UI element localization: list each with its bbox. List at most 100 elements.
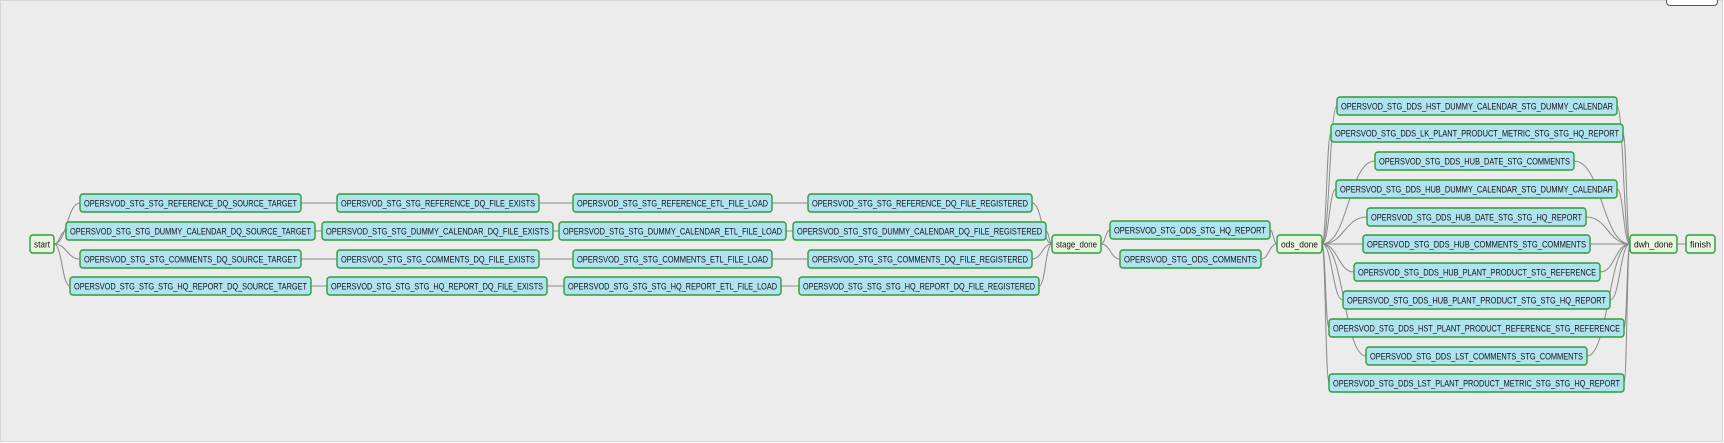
node-box bbox=[1685, 234, 1716, 254]
edge-hq_reg-to-stage_done bbox=[1038, 243, 1053, 287]
corner-control[interactable] bbox=[1666, 0, 1718, 6]
node-cal-reg[interactable]: OPERSVOD_STG_STG_DUMMY_CALENDAR_DQ_FILE_… bbox=[792, 221, 1047, 241]
edge-ods_done-to-d11 bbox=[1321, 243, 1330, 384]
edge-d01-to-dwh_done bbox=[1616, 105, 1631, 245]
node-label: OPERSVOD_STG_STG_REFERENCE_DQ_FILE_REGIS… bbox=[812, 199, 1028, 209]
edge-ods_done-to-d05 bbox=[1321, 216, 1368, 245]
node-finish[interactable]: finish bbox=[1685, 234, 1716, 254]
node-d10[interactable]: OPERSVOD_STG_DDS_LST_COMMENTS_STG_COMMEN… bbox=[1365, 346, 1588, 366]
node-com-reg[interactable]: OPERSVOD_STG_STG_COMMENTS_DQ_FILE_REGIST… bbox=[807, 249, 1033, 269]
node-label: OPERSVOD_STG_DDS_HUB_PLANT_PRODUCT_STG_S… bbox=[1347, 296, 1606, 306]
node-stage-done[interactable]: stage_done bbox=[1051, 234, 1102, 254]
node-box bbox=[807, 249, 1033, 269]
edge-d08-to-dwh_done bbox=[1609, 243, 1631, 301]
node-start[interactable]: start bbox=[29, 234, 55, 254]
node-d11[interactable]: OPERSVOD_STG_DDS_LST_PLANT_PRODUCT_METRI… bbox=[1328, 373, 1625, 393]
node-label: OPERSVOD_STG_STG_STG_HQ_REPORT_DQ_FILE_E… bbox=[331, 282, 543, 292]
node-com-src[interactable]: OPERSVOD_STG_STG_COMMENTS_DQ_SOURCE_TARG… bbox=[79, 249, 302, 269]
edge-com_reg-to-stage_done bbox=[1031, 243, 1053, 260]
node-label: OPERSVOD_STG_STG_REFERENCE_DQ_SOURCE_TAR… bbox=[84, 199, 297, 209]
node-d03[interactable]: OPERSVOD_STG_DDS_HUB_DATE_STG_COMMENTS bbox=[1374, 151, 1575, 171]
node-label: ods_done bbox=[1281, 240, 1318, 250]
edge-d11-to-dwh_done bbox=[1623, 243, 1631, 384]
edge-start-to-hq_src bbox=[53, 243, 71, 287]
edge-ods_done-to-d04 bbox=[1321, 188, 1337, 245]
node-box bbox=[1276, 234, 1323, 254]
node-label: OPERSVOD_STG_STG_REFERENCE_ETL_FILE_LOAD bbox=[577, 199, 768, 209]
node-label: OPERSVOD_STG_STG_COMMENTS_DQ_SOURCE_TARG… bbox=[84, 255, 297, 265]
edge-d04-to-dwh_done bbox=[1616, 188, 1631, 245]
node-d04[interactable]: OPERSVOD_STG_DDS_HUB_DUMMY_CALENDAR_STG_… bbox=[1335, 179, 1618, 199]
edge-d05-to-dwh_done bbox=[1585, 216, 1631, 245]
node-hq-src[interactable]: OPERSVOD_STG_STG_STG_HQ_REPORT_DQ_SOURCE… bbox=[69, 276, 312, 296]
edge-ods_done-to-d08 bbox=[1321, 243, 1344, 301]
node-box bbox=[792, 221, 1047, 241]
node-hq-exists[interactable]: OPERSVOD_STG_STG_STG_HQ_REPORT_DQ_FILE_E… bbox=[326, 276, 548, 296]
node-ref-src[interactable]: OPERSVOD_STG_STG_REFERENCE_DQ_SOURCE_TAR… bbox=[79, 193, 302, 213]
node-box bbox=[1374, 151, 1575, 171]
node-label: OPERSVOD_STG_STG_REFERENCE_DQ_FILE_EXIST… bbox=[341, 199, 535, 209]
node-cal-src[interactable]: OPERSVOD_STG_STG_DUMMY_CALENDAR_DQ_SOURC… bbox=[65, 221, 316, 241]
node-com-load[interactable]: OPERSVOD_STG_STG_COMMENTS_ETL_FILE_LOAD bbox=[572, 249, 773, 269]
node-d08[interactable]: OPERSVOD_STG_DDS_HUB_PLANT_PRODUCT_STG_S… bbox=[1342, 290, 1611, 310]
node-d09[interactable]: OPERSVOD_STG_DDS_HST_PLANT_PRODUCT_REFER… bbox=[1328, 318, 1625, 338]
edge-ods_done-to-d01 bbox=[1321, 105, 1338, 245]
node-box bbox=[79, 249, 302, 269]
node-box bbox=[1366, 207, 1587, 227]
node-hq-load[interactable]: OPERSVOD_STG_STG_STG_HQ_REPORT_ETL_FILE_… bbox=[563, 276, 782, 296]
node-box bbox=[1336, 96, 1618, 116]
node-box bbox=[1335, 179, 1618, 199]
node-box bbox=[29, 234, 55, 254]
node-cal-exists[interactable]: OPERSVOD_STG_STG_DUMMY_CALENDAR_DQ_FILE_… bbox=[321, 221, 554, 241]
node-hq-reg[interactable]: OPERSVOD_STG_STG_STG_HQ_REPORT_DQ_FILE_R… bbox=[798, 276, 1040, 296]
node-label: OPERSVOD_STG_STG_COMMENTS_DQ_FILE_EXISTS bbox=[341, 255, 535, 265]
node-label: OPERSVOD_STG_DDS_HUB_DUMMY_CALENDAR_STG_… bbox=[1340, 185, 1613, 195]
node-label: OPERSVOD_STG_DDS_HUB_DATE_STG_COMMENTS bbox=[1379, 157, 1570, 167]
node-label: OPERSVOD_STG_STG_STG_HQ_REPORT_DQ_FILE_R… bbox=[803, 282, 1035, 292]
node-label: OPERSVOD_STG_DDS_HST_PLANT_PRODUCT_REFER… bbox=[1333, 324, 1620, 334]
node-box bbox=[1362, 234, 1591, 254]
node-ods-done[interactable]: ods_done bbox=[1276, 234, 1323, 254]
node-box bbox=[1119, 249, 1262, 269]
node-d05[interactable]: OPERSVOD_STG_DDS_HUB_DATE_STG_STG_HQ_REP… bbox=[1366, 207, 1587, 227]
node-label: OPERSVOD_STG_STG_DUMMY_CALENDAR_DQ_FILE_… bbox=[326, 227, 549, 237]
node-box bbox=[65, 221, 316, 241]
node-ref-reg[interactable]: OPERSVOD_STG_STG_REFERENCE_DQ_FILE_REGIS… bbox=[807, 193, 1033, 213]
node-box bbox=[563, 276, 782, 296]
edge-ods_com-to-ods_done bbox=[1260, 243, 1278, 260]
node-label: OPERSVOD_STG_ODS_COMMENTS bbox=[1124, 255, 1257, 265]
node-label: OPERSVOD_STG_DDS_HUB_DATE_STG_STG_HQ_REP… bbox=[1371, 213, 1582, 223]
node-d01[interactable]: OPERSVOD_STG_DDS_HST_DUMMY_CALENDAR_STG_… bbox=[1336, 96, 1618, 116]
node-ref-load[interactable]: OPERSVOD_STG_STG_REFERENCE_ETL_FILE_LOAD bbox=[572, 193, 773, 213]
edge-d03-to-dwh_done bbox=[1573, 160, 1631, 245]
node-d02[interactable]: OPERSVOD_STG_DDS_LK_PLANT_PRODUCT_METRIC… bbox=[1330, 123, 1624, 143]
node-label: OPERSVOD_STG_STG_STG_HQ_REPORT_ETL_FILE_… bbox=[568, 282, 777, 292]
node-box bbox=[1328, 318, 1625, 338]
node-label: OPERSVOD_STG_DDS_HUB_PLANT_PRODUCT_STG_R… bbox=[1358, 268, 1596, 278]
node-box bbox=[1353, 262, 1601, 282]
node-ref-exists[interactable]: OPERSVOD_STG_STG_REFERENCE_DQ_FILE_EXIST… bbox=[336, 193, 540, 213]
node-box bbox=[572, 249, 773, 269]
node-ods-hq[interactable]: OPERSVOD_STG_ODS_STG_HQ_REPORT bbox=[1109, 220, 1271, 240]
node-box bbox=[1051, 234, 1102, 254]
node-d07[interactable]: OPERSVOD_STG_DDS_HUB_PLANT_PRODUCT_STG_R… bbox=[1353, 262, 1601, 282]
node-dwh-done[interactable]: dwh_done bbox=[1629, 234, 1678, 254]
node-ods-com[interactable]: OPERSVOD_STG_ODS_COMMENTS bbox=[1119, 249, 1262, 269]
edge-ods_done-to-d09 bbox=[1321, 243, 1330, 329]
node-label: finish bbox=[1690, 240, 1711, 250]
node-cal-load[interactable]: OPERSVOD_STG_STG_DUMMY_CALENDAR_ETL_FILE… bbox=[558, 221, 787, 241]
node-box bbox=[69, 276, 312, 296]
node-box bbox=[1629, 234, 1678, 254]
node-label: OPERSVOD_STG_STG_COMMENTS_ETL_FILE_LOAD bbox=[577, 255, 768, 265]
node-label: OPERSVOD_STG_DDS_HST_DUMMY_CALENDAR_STG_… bbox=[1341, 102, 1613, 112]
edge-stage_done-to-ods_com bbox=[1100, 243, 1121, 260]
node-box bbox=[1342, 290, 1611, 310]
edge-d09-to-dwh_done bbox=[1623, 243, 1631, 329]
node-com-exists[interactable]: OPERSVOD_STG_STG_COMMENTS_DQ_FILE_EXISTS bbox=[336, 249, 540, 269]
edge-ods_done-to-d03 bbox=[1321, 160, 1376, 245]
node-box bbox=[807, 193, 1033, 213]
node-d06[interactable]: OPERSVOD_STG_DDS_HUB_COMMENTS_STG_COMMEN… bbox=[1362, 234, 1591, 254]
node-label: dwh_done bbox=[1634, 240, 1673, 250]
